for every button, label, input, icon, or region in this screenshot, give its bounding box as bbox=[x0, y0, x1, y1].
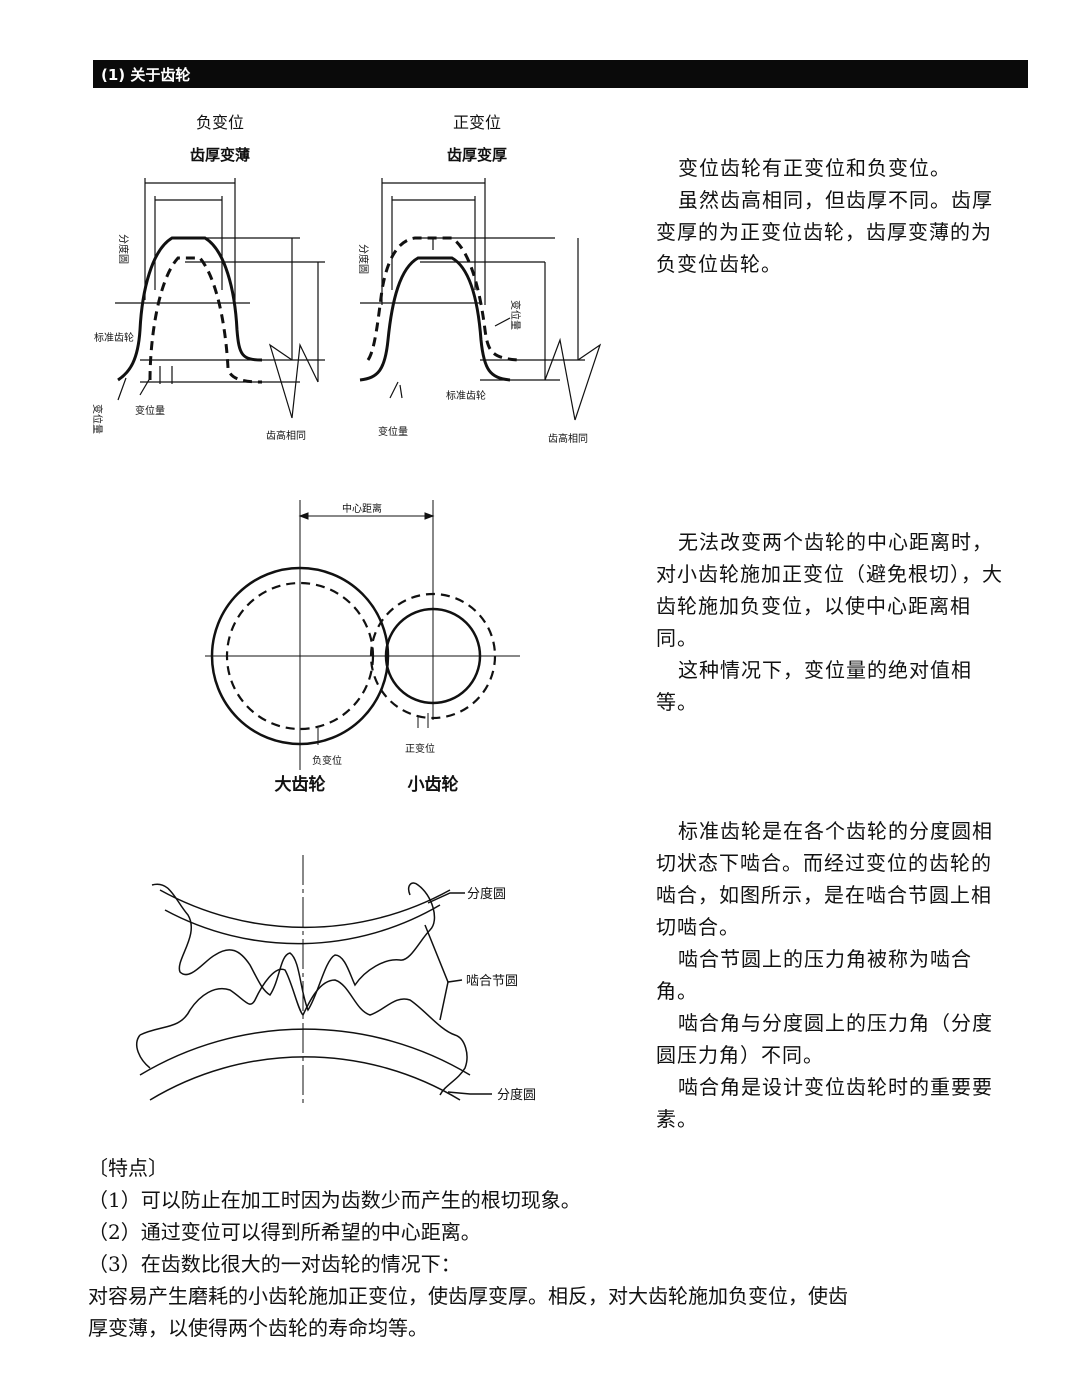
feature-item-1: （1）可以防止在加工时因为齿数少而产生的根切现象。 bbox=[88, 1188, 581, 1212]
big-gear-label: 大齿轮 bbox=[275, 774, 326, 795]
feature-item-3-detail-line-2: 厚变薄，以使得两个齿轮的寿命均等。 bbox=[88, 1316, 428, 1340]
standard-gear-label-left: 标准齿轮 bbox=[94, 331, 134, 344]
text-block-3: 标准齿轮是在各个齿轮的分度圆相切状态下啮合。而经过变位的齿轮的啮合，如图所示，是… bbox=[656, 815, 1008, 1135]
center-distance-label: 中心距离 bbox=[342, 502, 382, 515]
shift-amount-label-left: 变位量 bbox=[135, 404, 165, 417]
negative-shift-subtitle: 齿厚变薄 bbox=[190, 146, 250, 164]
features-title: 〔特点〕 bbox=[88, 1156, 168, 1180]
pitch-circle-label-top: 分度圆 bbox=[467, 886, 506, 902]
text-block-1: 变位齿轮有正变位和负变位。 虽然齿高相同，但齿厚不同。齿厚变厚的为正变位齿轮，齿… bbox=[656, 152, 1008, 280]
text-3-para-2: 啮合节圆上的压力角被称为啮合角。 bbox=[656, 947, 972, 1003]
pitch-circle-label-right: 分度圆 bbox=[357, 244, 370, 274]
positive-shift-title: 正变位 bbox=[453, 113, 501, 132]
feature-item-2: （2）通过变位可以得到所希望的中心距离。 bbox=[88, 1220, 481, 1244]
text-3-para-4: 啮合角是设计变位齿轮时的重要要素。 bbox=[656, 1075, 993, 1131]
positive-shift-subtitle: 齿厚变厚 bbox=[447, 146, 507, 164]
text-2-para-2: 这种情况下，变位量的绝对值相等。 bbox=[656, 658, 972, 714]
negative-shift-label: 负变位 bbox=[312, 754, 342, 767]
small-gear-label: 小齿轮 bbox=[408, 774, 459, 795]
text-2-para-1: 无法改变两个齿轮的中心距离时，对小齿轮施加正变位（避免根切），大齿轮施加负变位，… bbox=[656, 530, 1003, 650]
pitch-circle-label-left: 分度圆 bbox=[117, 234, 130, 264]
shift-amount-vertical-left: 变位量 bbox=[91, 404, 104, 434]
shift-amount-label-right: 变位量 bbox=[378, 425, 408, 438]
tooth-height-same-label-right: 齿高相同 bbox=[548, 432, 588, 445]
operating-pitch-circle-label: 啮合节圆 bbox=[466, 974, 518, 989]
positive-shift-drawing bbox=[359, 178, 602, 421]
pitch-circle-label-bottom: 分度圆 bbox=[497, 1087, 536, 1103]
negative-shift-drawing bbox=[115, 178, 325, 419]
meshing-gears-drawing bbox=[136, 855, 492, 1105]
section-title: (1) 关于齿轮 bbox=[101, 66, 191, 84]
standard-gear-label-right: 标准齿轮 bbox=[446, 389, 486, 402]
positive-shift-label: 正变位 bbox=[405, 742, 435, 755]
text-3-para-3: 啮合角与分度圆上的压力角（分度圆压力角）不同。 bbox=[656, 1011, 993, 1067]
center-distance-drawing bbox=[205, 500, 520, 770]
feature-item-3: （3）在齿数比很大的一对齿轮的情况下： bbox=[88, 1252, 461, 1276]
text-1-para-1: 变位齿轮有正变位和负变位。 bbox=[678, 156, 951, 180]
text-3-para-1: 标准齿轮是在各个齿轮的分度圆相切状态下啮合。而经过变位的齿轮的啮合，如图所示，是… bbox=[656, 819, 993, 939]
shift-amount-vertical-right: 变位量 bbox=[509, 300, 522, 330]
text-1-para-2: 虽然齿高相同，但齿厚不同。齿厚变厚的为正变位齿轮，齿厚变薄的为负变位齿轮。 bbox=[656, 188, 993, 276]
features-section: 〔特点〕 （1）可以防止在加工时因为齿数少而产生的根切现象。 （2）通过变位可以… bbox=[88, 1152, 1028, 1344]
text-block-2: 无法改变两个齿轮的中心距离时，对小齿轮施加正变位（避免根切），大齿轮施加负变位，… bbox=[656, 526, 1008, 718]
feature-item-3-detail-line-1: 对容易产生磨耗的小齿轮施加正变位，使齿厚变厚。相反，对大齿轮施加负变位，使齿 bbox=[88, 1284, 848, 1308]
section-header-bar: (1) 关于齿轮 bbox=[93, 60, 1028, 88]
tooth-height-same-label-left: 齿高相同 bbox=[266, 429, 306, 442]
negative-shift-title: 负变位 bbox=[196, 113, 244, 132]
